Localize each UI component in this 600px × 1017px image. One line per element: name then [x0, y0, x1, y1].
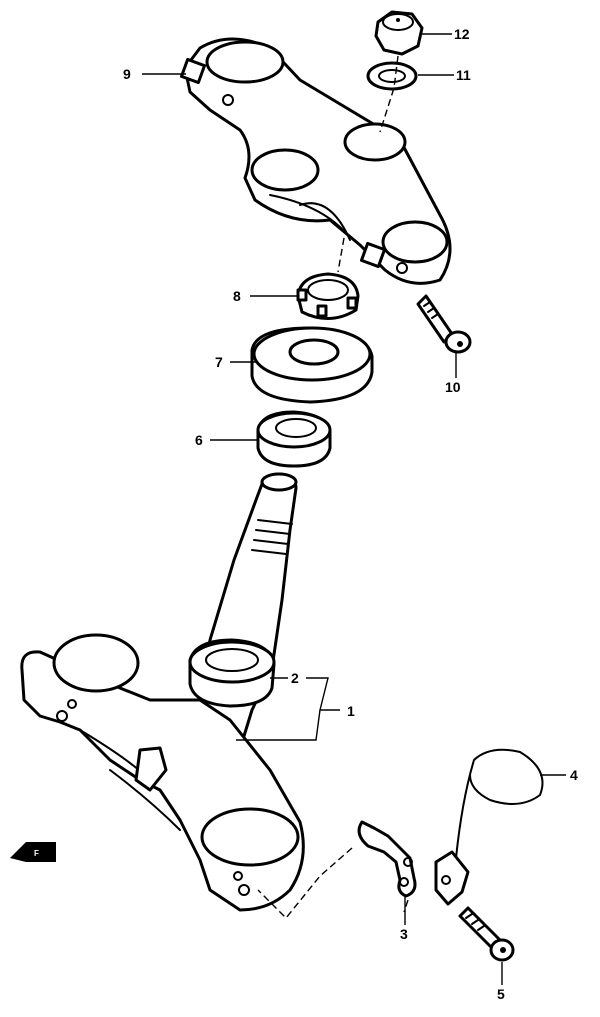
- callout-6: 6: [195, 432, 203, 448]
- upper-bracket-part-9: [179, 37, 452, 285]
- front-direction-marker: F: [10, 842, 56, 862]
- alignment-lines: [257, 55, 409, 920]
- nut-part-12: [374, 10, 424, 56]
- callout-4: 4: [570, 767, 578, 783]
- callout-3: 3: [400, 926, 408, 942]
- cable-guide-part-4: [434, 748, 544, 906]
- callout-11: 11: [456, 67, 471, 83]
- callout-1: 1: [347, 703, 355, 719]
- callout-5: 5: [497, 986, 505, 1002]
- washer-part-11: [366, 61, 418, 91]
- clamp-part-3: [357, 820, 417, 898]
- callout-8: 8: [233, 288, 241, 304]
- steering-stem-part-1: [20, 472, 305, 912]
- callout-labels: 12 11 9 8 7 6 10 2 1 4 3 5: [123, 26, 578, 1002]
- stem-lock-nut-part-8: [296, 272, 360, 320]
- callout-10: 10: [445, 379, 461, 395]
- dust-seal-part-7: [250, 326, 374, 404]
- bolt-part-5: [458, 906, 515, 962]
- callout-9: 9: [123, 66, 131, 82]
- callout-12: 12: [454, 26, 470, 42]
- bearing-part-6: [256, 410, 332, 468]
- callout-7: 7: [215, 354, 223, 370]
- front-marker-text: F: [34, 849, 39, 858]
- lower-bearing-part-2: [188, 638, 276, 708]
- callout-2: 2: [291, 670, 299, 686]
- leader-lines: [142, 33, 566, 985]
- bolt-part-10: [416, 294, 472, 354]
